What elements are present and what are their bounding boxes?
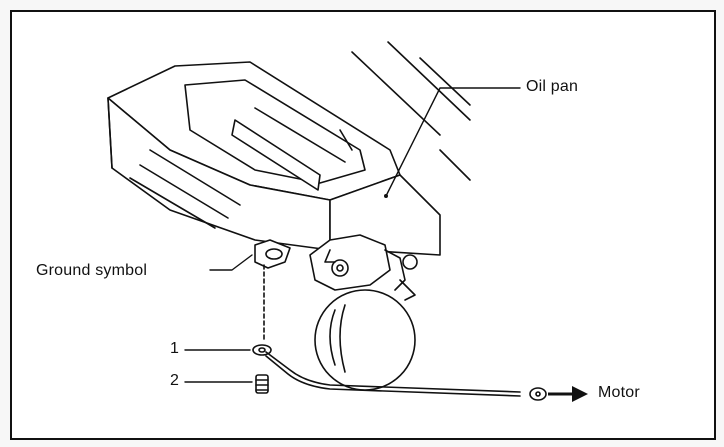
- leader-arrowheads: [384, 194, 388, 198]
- part-2-label: 2: [170, 372, 180, 389]
- ground-lug: [254, 239, 291, 341]
- motor-label: Motor: [598, 384, 640, 401]
- ground-symbol-label: Ground symbol: [36, 262, 148, 279]
- part-2-bolt: [255, 374, 269, 394]
- oil-pan-label: Oil pan: [526, 78, 579, 95]
- oil-pan-body: [107, 61, 441, 301]
- ground-cable: [265, 351, 547, 401]
- motor-body: [314, 289, 416, 391]
- part-1-label: 1: [170, 340, 180, 357]
- background-hatch-lines: [351, 41, 471, 181]
- leader-lines: [184, 87, 521, 383]
- motor-arrow: [548, 386, 588, 402]
